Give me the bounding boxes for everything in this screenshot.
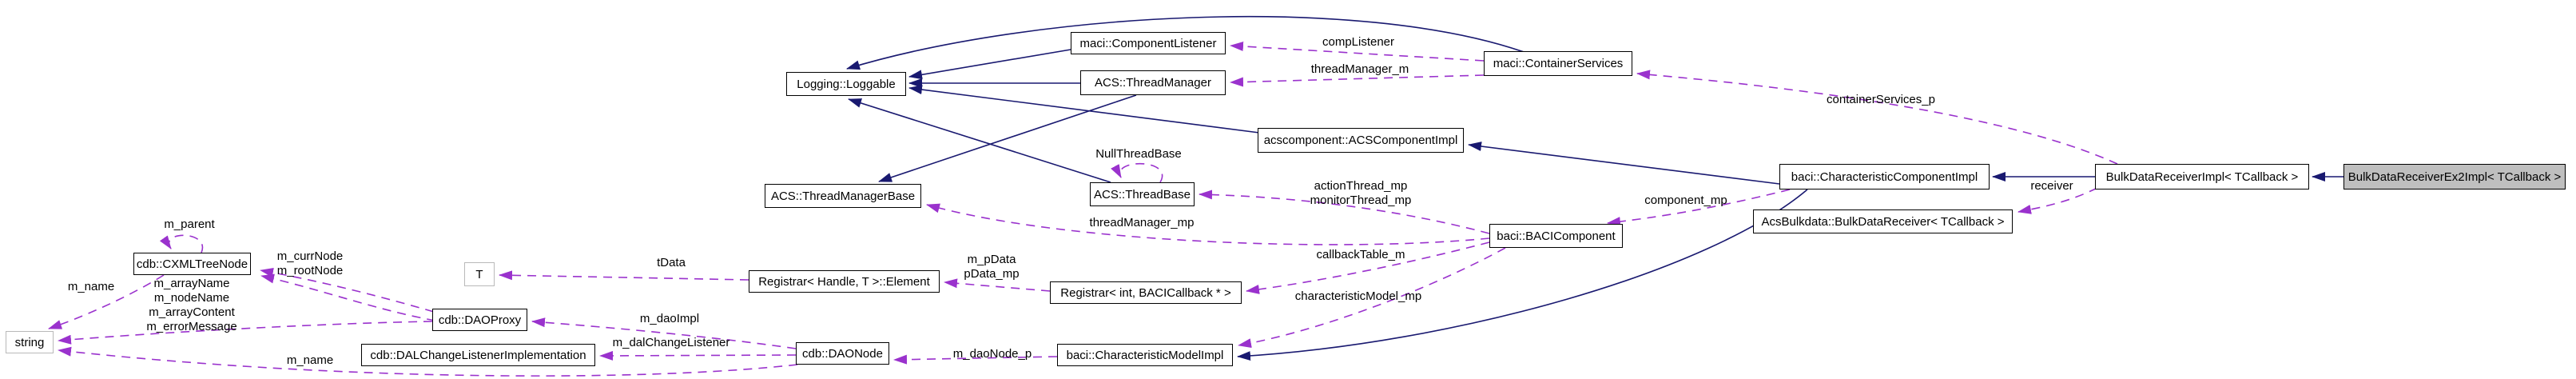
usage-edge-tdata [499, 270, 749, 281]
usage-edge-m_daoimpl [531, 317, 797, 349]
usage-edge-nullthreadbase [1111, 162, 1163, 183]
edge-label-m_name2: m_name [286, 353, 334, 367]
usage-edge-characteristicmodel_mp [1238, 247, 1506, 349]
inheritance-edge-aci-loggable [908, 85, 1260, 134]
usage-edge-m_dalchangelistener [599, 350, 797, 361]
class-node-bdr_impl[interactable]: BulkDataReceiverImpl< TCallback > [2095, 164, 2309, 190]
inheritance-edge-tm-tmb [878, 94, 1137, 182]
inheritance-edge-cs-loggable [846, 15, 1527, 70]
class-node-container_services[interactable]: maci::ContainerServices [1484, 51, 1632, 76]
class-node-string_node[interactable]: string [6, 331, 54, 353]
usage-edge-complistener [1230, 41, 1485, 62]
edge-label-m_parent: m_parent [164, 217, 215, 231]
class-node-dao_proxy[interactable]: cdb::DAOProxy [432, 309, 527, 331]
class-node-thread_manager[interactable]: ACS::ThreadManager [1080, 70, 1226, 95]
class-node-bdr_ex2[interactable]: BulkDataReceiverEx2Impl< TCallback > [2343, 164, 2566, 190]
edge-label-complistener: compListener [1322, 35, 1395, 49]
usage-edge-m_parent [159, 234, 204, 253]
edge-label-threadmanager_m: threadManager_m [1310, 62, 1409, 76]
inheritance-edge-tb-loggable [848, 98, 1111, 183]
class-node-dao_node[interactable]: cdb::DAONode [796, 342, 889, 365]
class-node-thread_manager_base[interactable]: ACS::ThreadManagerBase [765, 184, 921, 208]
edge-label-tdata: tData [657, 256, 686, 269]
usage-edge-m_pdata [944, 278, 1051, 292]
class-node-acs_bulkdata_receiver[interactable]: AcsBulkdata::BulkDataReceiver< TCallback… [1753, 209, 2013, 233]
inheritance-edge-cci-cmi [1237, 189, 1808, 361]
class-node-component_listener[interactable]: maci::ComponentListener [1071, 32, 1226, 54]
class-node-registrar_element[interactable]: Registrar< Handle, T >::Element [749, 270, 940, 293]
class-node-acs_component_impl[interactable]: acscomponent::ACSComponentImpl [1258, 128, 1464, 153]
usage-edge-containerservices_p [1636, 70, 2118, 165]
edge-label-m_daoimpl: m_daoImpl [639, 312, 700, 325]
inheritance-edge-cci-aci [1468, 142, 1780, 185]
usage-edge-threadmanager_m [1230, 74, 1485, 87]
class-node-char_model_impl[interactable]: baci::CharacteristicModelImpl [1057, 344, 1233, 366]
edge-label-callbacktable_m: callbackTable_m [1316, 248, 1405, 261]
usage-edge-threadmanager_mp [926, 203, 1490, 245]
usage-edge-m_name_daonode [58, 346, 798, 377]
usage-edge-m_currnode [260, 267, 435, 313]
class-node-baci_component[interactable]: baci::BACIComponent [1489, 224, 1623, 248]
usage-edge-callbacktable_m [1246, 241, 1490, 294]
class-node-thread_base[interactable]: ACS::ThreadBase [1090, 182, 1195, 206]
edge-label-containerservices_p: containerServices_p [1827, 93, 1935, 106]
usage-edge-m_name_cxml [48, 274, 165, 329]
edge-label-component_mp: component_mp [1644, 193, 1727, 207]
class-node-t_param[interactable]: T [464, 262, 495, 286]
usage-edge-m_daonode_p [893, 354, 1058, 365]
edge-label-m_daonode_p: m_daoNode_p [952, 347, 1032, 361]
inheritance-edge-cl-loggable [908, 49, 1071, 80]
usage-edge-actionthread [1199, 190, 1490, 234]
class-node-loggable[interactable]: Logging::Loggable [786, 72, 906, 96]
edge-label-characteristicmodel_mp: characteristicModel_mp [1294, 289, 1422, 303]
class-node-cxml_tree_node[interactable]: cdb::CXMLTreeNode [133, 253, 251, 275]
edge-label-receiver: receiver [2030, 179, 2073, 193]
usage-edge-m_array_group [58, 321, 433, 345]
class-node-dal_change_listener[interactable]: cdb::DALChangeListenerImplementation [361, 344, 595, 366]
usage-edge-m_rootnode [260, 273, 436, 321]
edge-label-nullthreadbase: NullThreadBase [1095, 147, 1182, 161]
class-node-registrar_int[interactable]: Registrar< int, BACICallback * > [1050, 281, 1242, 304]
edge-label-threadmanager_mp: threadManager_mp [1089, 216, 1195, 229]
class-node-char_component_impl[interactable]: baci::CharacteristicComponentImpl [1779, 164, 1990, 190]
edge-label-m_name1: m_name [67, 280, 115, 293]
edge-label-m_dalchangelistener: m_dalChangeListener [612, 336, 730, 349]
